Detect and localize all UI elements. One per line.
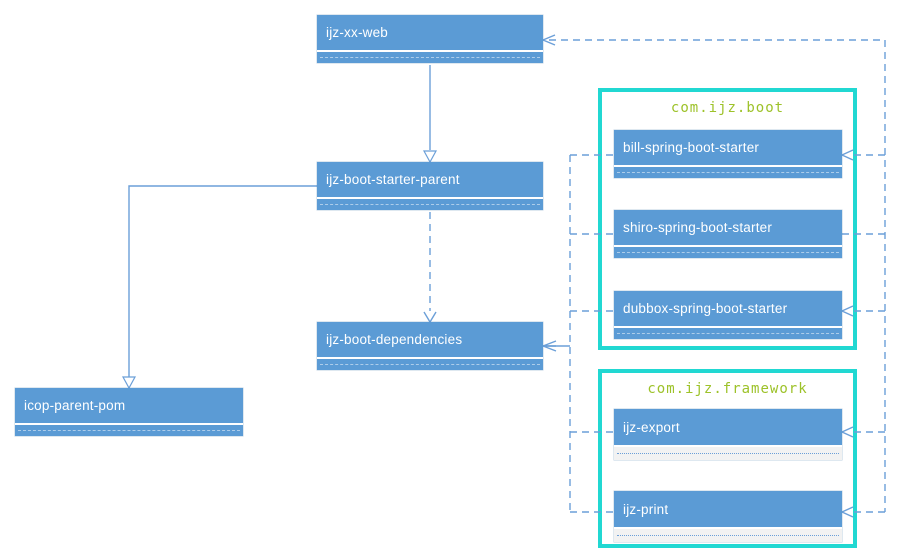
edge-xxweb-to-starter-parent <box>422 65 438 164</box>
strip-divider-line <box>617 535 839 536</box>
group-title: com.ijz.boot <box>670 100 785 116</box>
node-label: icop-parent-pom <box>15 388 243 425</box>
open-arrowhead <box>542 34 556 46</box>
edge-starter-parent-to-dependencies <box>423 212 437 324</box>
node-ijz-xx-web[interactable]: ijz-xx-web <box>317 15 543 63</box>
edge-starter-parent-to-icop <box>121 185 317 390</box>
strip-divider-line <box>18 430 240 431</box>
group-title: com.ijz.framework <box>647 381 808 397</box>
open-arrowhead <box>542 340 557 352</box>
strip-divider-line <box>617 333 839 334</box>
node-label: shiro-spring-boot-starter <box>614 210 842 247</box>
node-label: ijz-boot-dependencies <box>317 322 543 359</box>
node-label: ijz-export <box>614 409 842 447</box>
node-ijz-export[interactable]: ijz-export <box>614 409 842 460</box>
node-label: ijz-boot-starter-parent <box>317 162 543 199</box>
node-label: dubbox-spring-boot-starter <box>614 291 842 328</box>
node-ijz-boot-dependencies[interactable]: ijz-boot-dependencies <box>317 322 543 370</box>
strip-divider-line <box>320 204 540 205</box>
node-strip <box>15 425 243 436</box>
node-strip <box>614 529 842 542</box>
node-ijz-print[interactable]: ijz-print <box>614 491 842 542</box>
node-strip <box>614 328 842 339</box>
node-label: ijz-xx-web <box>317 15 543 52</box>
edge-left-bus-to-dependencies <box>542 340 570 352</box>
hollow-triangle-arrowhead <box>121 376 137 390</box>
hollow-triangle-arrowhead <box>422 150 438 164</box>
node-strip <box>614 167 842 178</box>
node-strip <box>317 199 543 210</box>
node-ijz-boot-starter-parent[interactable]: ijz-boot-starter-parent <box>317 162 543 210</box>
node-bill-spring-boot-starter[interactable]: bill-spring-boot-starter <box>614 130 842 178</box>
strip-divider-line <box>617 252 839 253</box>
node-icop-parent-pom[interactable]: icop-parent-pom <box>15 388 243 436</box>
node-dubbox-spring-boot-starter[interactable]: dubbox-spring-boot-starter <box>614 291 842 339</box>
node-label: bill-spring-boot-starter <box>614 130 842 167</box>
node-strip <box>317 359 543 370</box>
node-strip <box>614 447 842 460</box>
node-strip <box>317 52 543 63</box>
open-arrowhead <box>423 311 437 324</box>
strip-divider-line <box>617 453 839 454</box>
node-shiro-spring-boot-starter[interactable]: shiro-spring-boot-starter <box>614 210 842 258</box>
edge-line <box>128 185 317 377</box>
strip-divider-line <box>320 57 540 58</box>
node-label: ijz-print <box>614 491 842 529</box>
strip-divider-line <box>320 364 540 365</box>
strip-divider-line <box>617 172 839 173</box>
node-strip <box>614 247 842 258</box>
